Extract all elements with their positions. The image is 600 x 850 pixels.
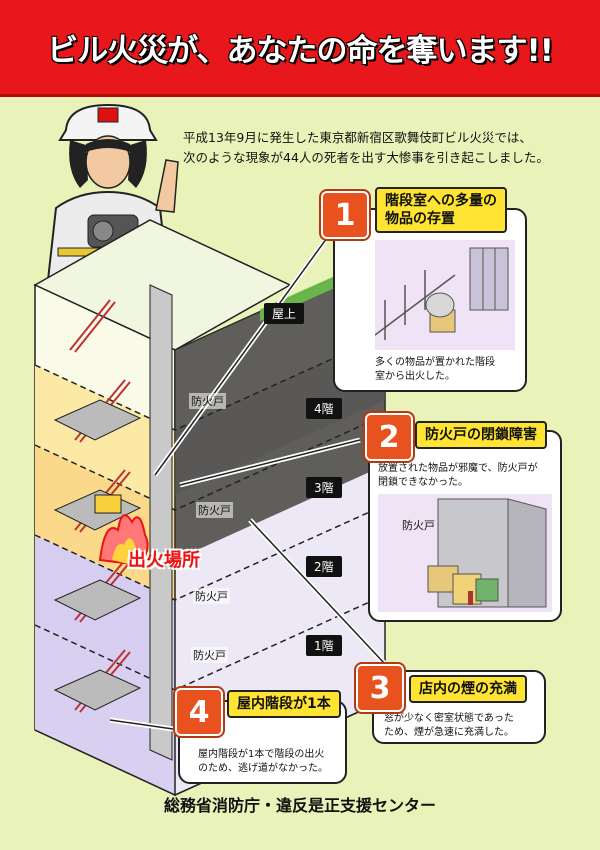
callout-1-caption-line-1: 多くの物品が置かれた階段 — [375, 357, 495, 368]
callout-3-caption-line-2: ため、煙が急速に充満した。 — [384, 727, 514, 738]
callout-2: 放置された物品が邪魔で、防火戸が 閉鎖できなかった。 防火戸 — [368, 430, 562, 622]
page-title: ビル火災が、あなたの命を奪います!! — [47, 32, 554, 69]
callout-2-title: 防火戸の閉鎖障害 — [415, 421, 547, 449]
intro-line-2: 次のような現象が44人の死者を出す大惨事を引き起こしました。 — [183, 150, 549, 165]
callout-2-number-badge: 2 — [365, 413, 413, 461]
callout-1-title-line-2: 物品の存置 — [385, 211, 455, 227]
callout-1-title-line-1: 階段室への多量の — [385, 193, 497, 209]
fire-door-label: 防火戸 — [196, 502, 233, 518]
callout-1-caption-line-2: 室から出火した。 — [375, 371, 455, 382]
floor-label-roof: 屋上 — [264, 303, 305, 324]
callout-2-caption-line-2: 閉鎖できなかった。 — [378, 477, 468, 488]
fire-door-label: 防火戸 — [193, 588, 230, 604]
callout-1-number-badge: 1 — [321, 191, 369, 239]
fire-origin-label: 出火場所 — [128, 550, 200, 571]
callout-1: 多くの物品が置かれた階段 室から出火した。 — [333, 208, 527, 392]
callout-2-caption-line-1: 放置された物品が邪魔で、防火戸が — [378, 463, 538, 474]
fire-door-label: 防火戸 — [189, 393, 226, 409]
intro-line-1: 平成13年9月に発生した東京都新宿区歌舞伎町ビル火災では、 — [183, 130, 532, 145]
floor-label-2f: 2階 — [306, 556, 342, 577]
callout-3-title: 店内の煙の充満 — [409, 675, 527, 703]
callout-3-caption-line-1: 窓が少なく密室状態であった — [384, 713, 514, 724]
intro-text: 平成13年9月に発生した東京都新宿区歌舞伎町ビル火災では、 次のような現象が44… — [183, 128, 588, 168]
callout-4-caption-line-2: のため、逃げ道がなかった。 — [198, 763, 328, 774]
callout-3-caption: 窓が少なく密室状態であった ため、煙が急速に充満した。 — [384, 712, 539, 740]
callout-2-door-label: 防火戸 — [402, 519, 435, 532]
floor-label-3f: 3階 — [306, 477, 342, 498]
fire-door-label: 防火戸 — [191, 647, 228, 663]
callout-4-title: 屋内階段が1本 — [227, 690, 341, 718]
header-banner: ビル火災が、あなたの命を奪います!! — [0, 0, 600, 97]
callout-1-caption: 多くの物品が置かれた階段 室から出火した。 — [375, 356, 521, 384]
footer-credit: 総務省消防庁・違反是正支援センター — [163, 796, 436, 815]
blocked-fire-door-illustration — [378, 494, 552, 612]
floor-label-1f: 1階 — [306, 635, 342, 656]
callout-1-title: 階段室への多量の 物品の存置 — [375, 187, 507, 233]
callout-2-caption: 放置された物品が邪魔で、防火戸が 閉鎖できなかった。 — [378, 462, 554, 490]
stairwell-items-illustration — [375, 240, 515, 350]
callout-4-caption: 屋内階段が1本で階段の出火 のため、逃げ道がなかった。 — [198, 748, 342, 776]
floor-label-4f: 4階 — [306, 398, 342, 419]
callout-4-number-badge: 4 — [175, 688, 223, 736]
callout-4-caption-line-1: 屋内階段が1本で階段の出火 — [198, 749, 325, 760]
callout-3-number-badge: 3 — [356, 664, 404, 712]
